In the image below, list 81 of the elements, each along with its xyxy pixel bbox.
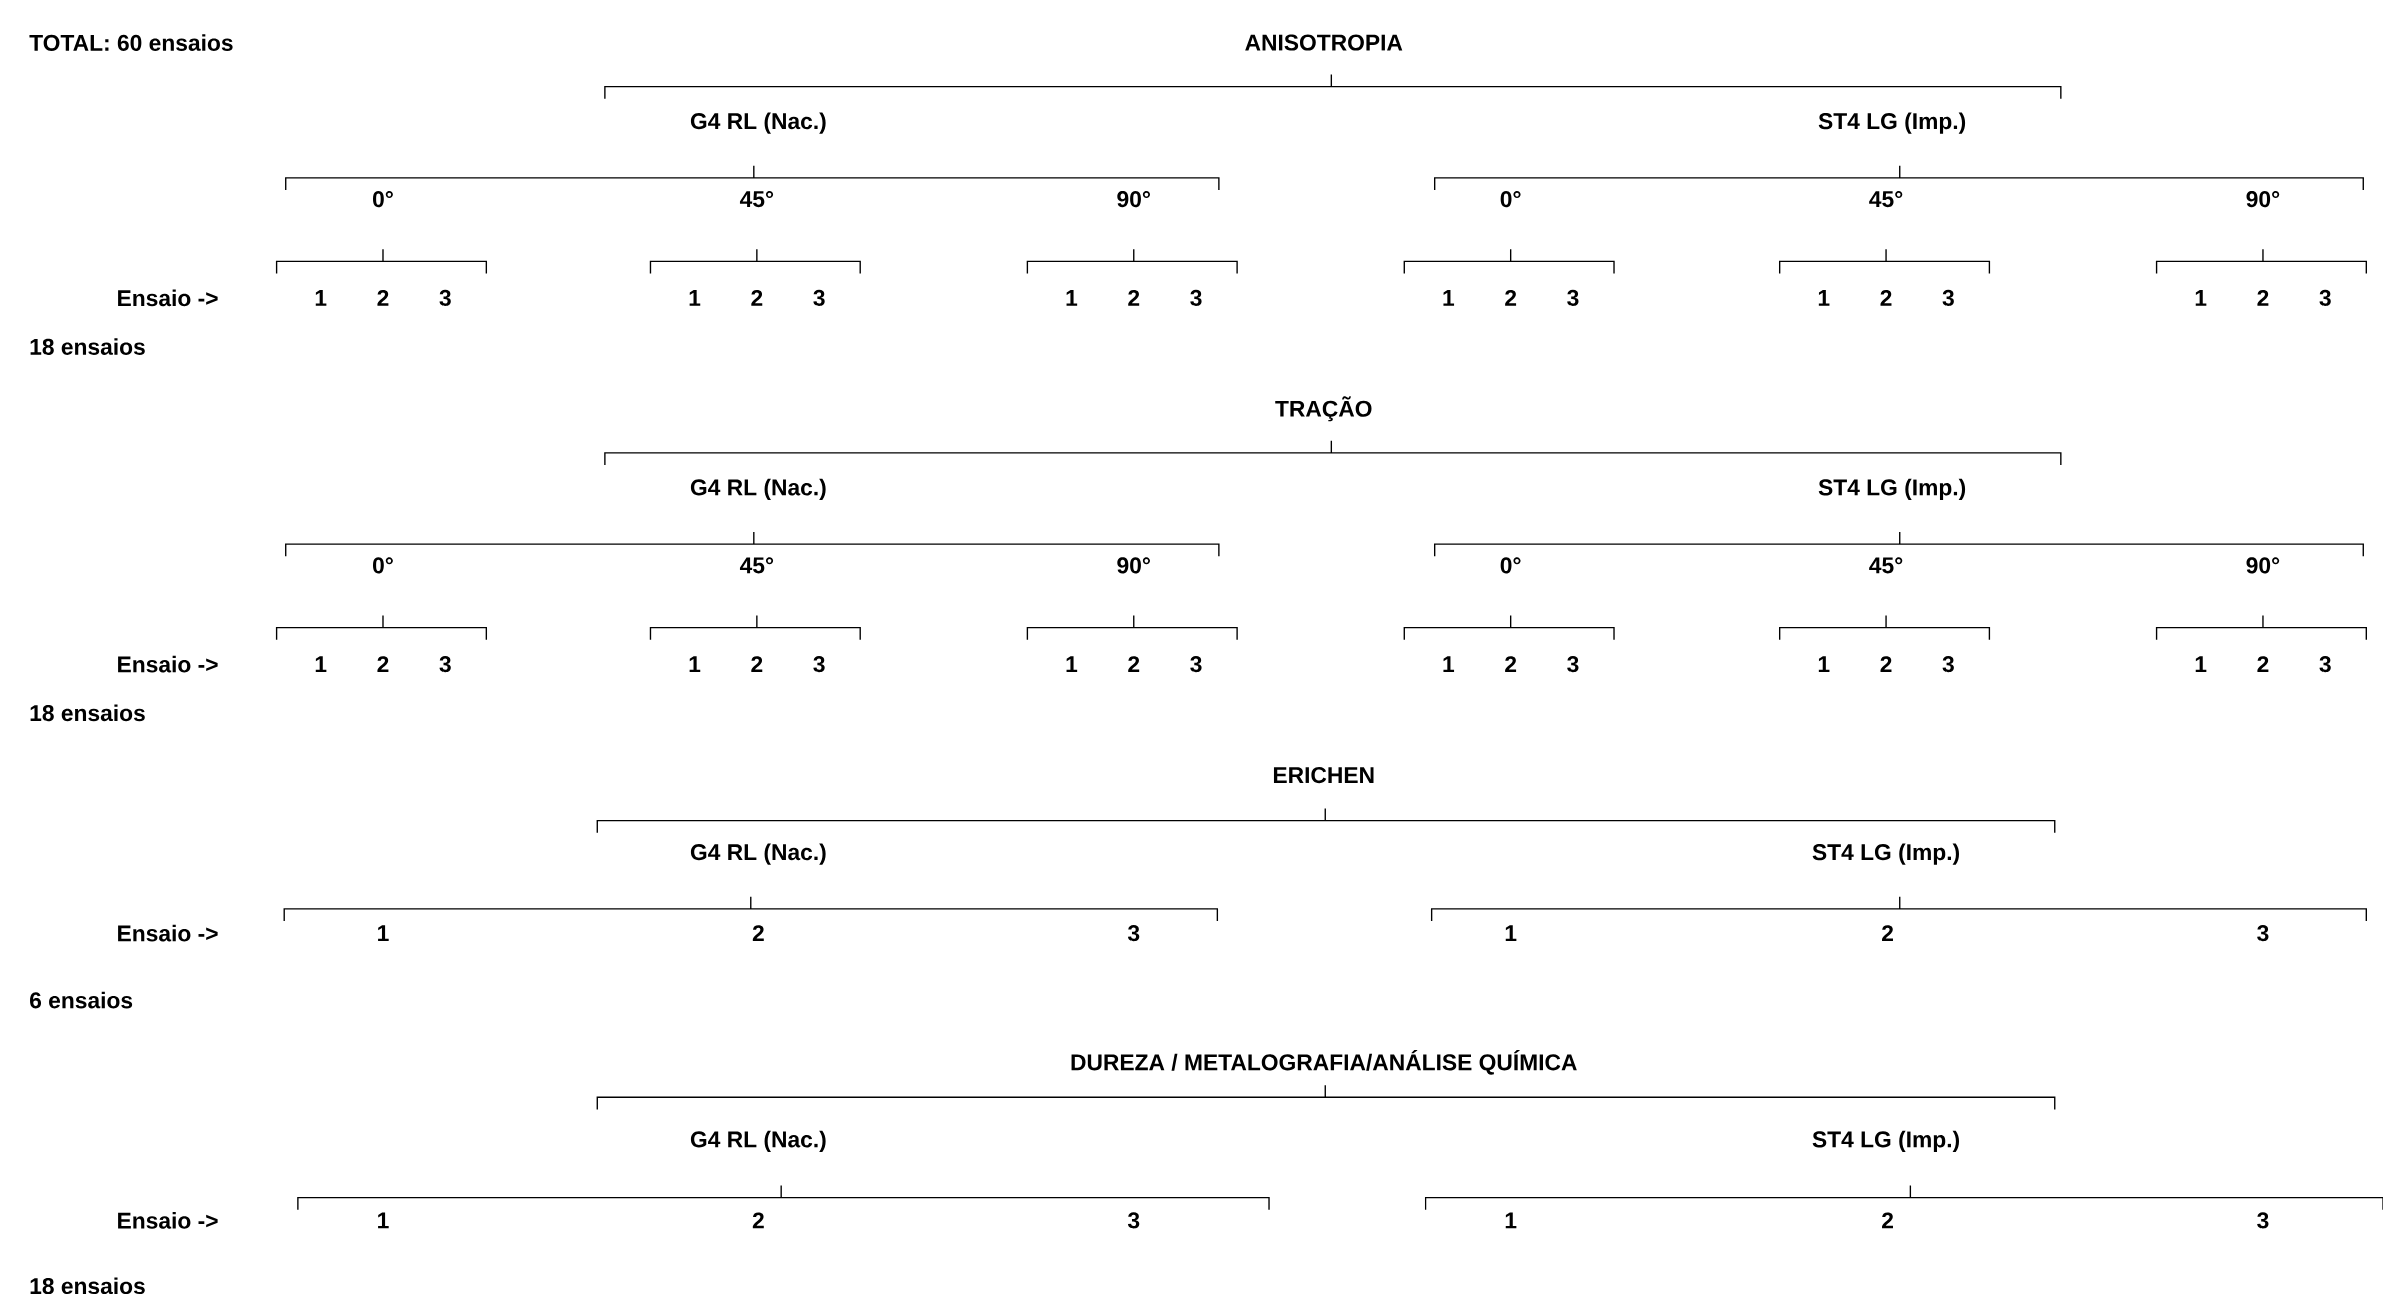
label: G4 RL (Nac.): [690, 478, 826, 500]
label: 2: [751, 289, 763, 306]
label: Ensaio ->: [118, 1211, 218, 1229]
label: 2: [1882, 925, 1893, 941]
label: 3: [1567, 289, 1579, 306]
label: ST4 LG (Imp.): [1818, 112, 1966, 134]
label: 2: [2257, 289, 2269, 306]
label: Ensaio ->: [118, 655, 218, 673]
label: 2: [1880, 289, 1892, 306]
label: ANISOTROPIA: [1245, 34, 1403, 51]
label: 3: [1127, 1212, 1140, 1229]
label: ERICHEN: [1273, 766, 1374, 783]
label: 0°: [1500, 557, 1521, 574]
label: 1: [1066, 656, 1078, 672]
label: ST4 LG (Imp.): [1818, 478, 1966, 500]
label: 2: [1505, 289, 1517, 306]
label: G4 RL (Nac.): [690, 843, 826, 865]
label: 1: [1443, 289, 1455, 306]
label: 18 ensaios: [30, 337, 145, 355]
label: 1: [378, 925, 389, 941]
label: 6 ensaios: [30, 991, 133, 1009]
label: 1: [315, 289, 327, 306]
label: 2: [1128, 656, 1140, 672]
label: 1: [2195, 289, 2207, 306]
label: 2: [1882, 1212, 1893, 1229]
label: 0°: [1500, 190, 1521, 207]
label: 45°: [739, 190, 774, 207]
label: ST4 LG (Imp.): [1812, 1130, 1959, 1152]
label: G4 RL (Nac.): [690, 1130, 826, 1152]
label: 1: [1066, 289, 1078, 306]
label: 18 ensaios: [30, 704, 145, 721]
label: 2: [1505, 656, 1517, 672]
label: 3: [1567, 655, 1579, 673]
label: 3: [1942, 655, 1954, 673]
label: Ensaio ->: [118, 924, 218, 942]
label: 1: [378, 1212, 389, 1229]
label: 2: [752, 1212, 764, 1229]
label: TOTAL: 60 ensaios: [29, 34, 233, 51]
label: 2: [2257, 656, 2269, 672]
label: 90°: [1117, 190, 1150, 207]
label: 90°: [2246, 190, 2280, 207]
label: 0°: [373, 557, 393, 574]
label: 3: [2319, 289, 2331, 306]
label: 3: [2257, 924, 2269, 942]
label: 1: [689, 289, 701, 306]
label: 3: [2257, 1212, 2269, 1229]
label: 45°: [1869, 190, 1903, 207]
label: 3: [813, 655, 825, 673]
label: DUREZA / METALOGRAFIA/ANÁLISE QUÍMICA: [1071, 1049, 1577, 1075]
label: 90°: [2246, 557, 2280, 574]
label: 1: [2195, 656, 2207, 672]
label: 3: [439, 289, 451, 306]
label: 3: [813, 289, 825, 306]
label: 1: [689, 656, 701, 672]
label: 1: [1443, 656, 1455, 672]
label: 2: [1128, 289, 1140, 306]
label: 1: [315, 656, 327, 672]
label: 2: [377, 656, 389, 672]
label: 3: [2319, 655, 2331, 673]
label: 45°: [1869, 557, 1903, 574]
label: 3: [439, 655, 451, 673]
label: 2: [1880, 656, 1892, 672]
label: 2: [752, 925, 764, 941]
label: 3: [1127, 924, 1140, 942]
label: 2: [377, 289, 389, 306]
label: 1: [1505, 925, 1517, 941]
label: 3: [1942, 289, 1954, 306]
label: 1: [1818, 289, 1830, 306]
label: TRAÇÃO: [1275, 396, 1372, 422]
label: 18 ensaios: [30, 1277, 145, 1294]
label: Ensaio ->: [118, 289, 218, 307]
label: G4 RL (Nac.): [690, 112, 826, 134]
label: 45°: [739, 557, 774, 574]
label: 1: [1818, 656, 1830, 672]
label: 0°: [373, 190, 393, 207]
label: 2: [751, 656, 763, 672]
label: 1: [1505, 1212, 1517, 1229]
label: 90°: [1117, 557, 1150, 574]
label: ST4 LG (Imp.): [1812, 843, 1959, 865]
label: 3: [1190, 655, 1202, 673]
label: 3: [1190, 289, 1202, 306]
